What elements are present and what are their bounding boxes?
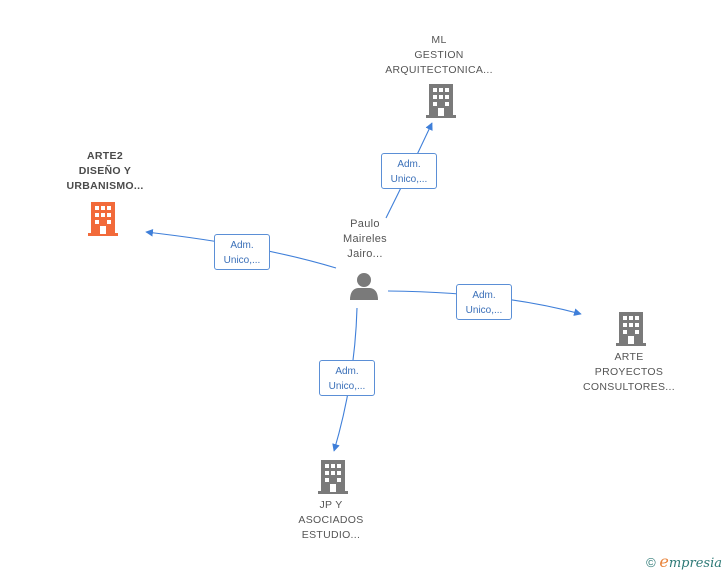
person-name-line: Jairo...: [347, 248, 383, 260]
relation-label-jp[interactable]: Adm. Unico,...: [319, 360, 375, 396]
company-name-line: ESTUDIO...: [301, 529, 361, 541]
company-label-arte[interactable]: ARTE PROYECTOS CONSULTORES...: [564, 350, 694, 395]
company-label-jp[interactable]: JP Y ASOCIADOS ESTUDIO...: [266, 498, 396, 543]
company-name-line: ML: [431, 34, 447, 46]
relation-role-line: Adm.: [472, 290, 496, 301]
brand-logo: empresia: [659, 552, 722, 571]
company-label-ml[interactable]: ML GESTION ARQUITECTONICA...: [369, 33, 509, 78]
brand-initial: e: [659, 552, 669, 571]
company-name-line: ARTE2: [87, 150, 123, 162]
relation-role-line: Adm.: [230, 240, 254, 251]
company-name-line: ARTE: [614, 351, 644, 363]
company-name-line: DISEÑO Y: [78, 165, 132, 177]
brand-name: mpresia: [668, 556, 722, 571]
company-name-line: PROYECTOS: [594, 366, 664, 378]
relation-role-line: Unico,...: [223, 255, 261, 266]
relation-label-arte[interactable]: Adm. Unico,...: [456, 284, 512, 320]
company-name-line: ARQUITECTONICA...: [385, 64, 493, 76]
relation-role-line: Unico,...: [328, 381, 366, 392]
company-name-line: ASOCIADOS: [298, 514, 364, 526]
company-name-line: URBANISMO...: [66, 180, 144, 192]
relation-label-arte2[interactable]: Adm. Unico,...: [214, 234, 270, 270]
building-icon[interactable]: [616, 312, 646, 346]
person-name-label[interactable]: Paulo Maireles Jairo...: [320, 217, 410, 262]
company-label-arte2[interactable]: ARTE2 DISEÑO Y URBANISMO...: [40, 149, 170, 194]
company-name-line: GESTION: [414, 49, 464, 61]
brand-footer[interactable]: © empresia: [646, 552, 722, 571]
building-icon[interactable]: [426, 84, 456, 118]
building-icon[interactable]: [318, 460, 348, 494]
building-icon[interactable]: [88, 202, 118, 236]
relation-role-line: Unico,...: [465, 305, 503, 316]
person-name-line: Paulo: [350, 218, 380, 230]
relation-role-line: Adm.: [335, 366, 359, 377]
company-name-line: CONSULTORES...: [583, 381, 675, 393]
relation-role-line: Unico,...: [390, 174, 428, 185]
company-name-line: JP Y: [319, 499, 343, 511]
relation-label-ml[interactable]: Adm. Unico,...: [381, 153, 437, 189]
copyright-symbol: ©: [646, 555, 656, 570]
person-icon[interactable]: [350, 273, 378, 300]
person-name-line: Maireles: [343, 233, 387, 245]
relation-role-line: Adm.: [397, 159, 421, 170]
